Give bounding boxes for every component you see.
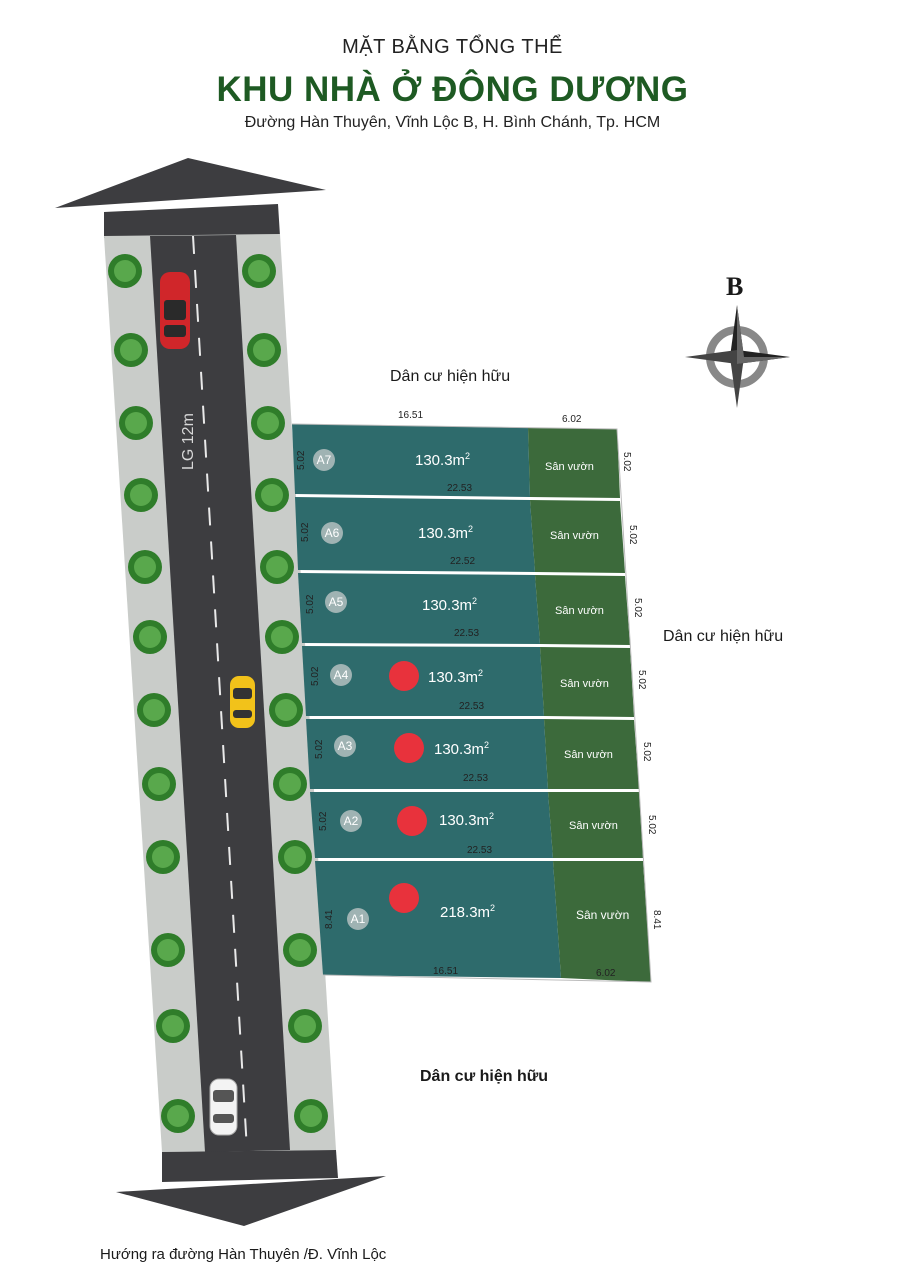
road-width-label: LG 12m — [180, 413, 197, 470]
lot-depth-a2: 22.53 — [467, 845, 493, 856]
lot-depth-a6: 22.52 — [450, 556, 476, 567]
lot-a5-house — [298, 573, 540, 644]
neighbor-label-bottom: Dân cư hiện hữu — [420, 1068, 549, 1085]
lot-width-right-a5: 5.02 — [632, 598, 643, 618]
garden-label-a4: Sân vườn — [560, 678, 609, 690]
exit-direction-label: Hướng ra đường Hàn Thuyên /Đ. Vĩnh Lộc — [100, 1246, 387, 1263]
lot-depth-a4: 22.53 — [459, 701, 485, 712]
lot-depth-a5: 22.53 — [454, 628, 480, 639]
top-direction-arrow — [55, 158, 326, 208]
sold-marker-a4 — [389, 661, 419, 691]
lot-width-right-a7: 5.02 — [621, 452, 632, 472]
bottom-garden-dim: 6.02 — [596, 968, 616, 979]
lot-badge-a1: A1 — [347, 908, 369, 930]
lot-a5-garden — [535, 575, 630, 645]
lot-a3-house — [306, 719, 548, 789]
neighbor-label-top: Dân cư hiện hữu — [390, 368, 511, 385]
lot-a1-garden — [553, 861, 651, 982]
lots-block — [291, 423, 652, 983]
lot-badge-a4: A4 — [330, 664, 352, 686]
lot-width-left-a6: 5.02 — [300, 522, 311, 542]
red-car-icon — [160, 272, 190, 349]
lot-a6-garden — [530, 500, 625, 573]
bottom-road-cap — [162, 1150, 338, 1182]
garden-label-a3: Sân vườn — [564, 749, 613, 761]
neighbor-label-right: Dân cư hiện hữu — [663, 628, 784, 645]
garden-label-a2: Sân vườn — [569, 820, 618, 832]
lot-width-left-a1: 8.41 — [324, 909, 335, 929]
lot-width-left-a3: 5.02 — [314, 739, 325, 759]
lot-width-left-a5: 5.02 — [305, 594, 316, 614]
sold-marker-a2 — [397, 806, 427, 836]
compass-rose-icon — [685, 305, 790, 408]
lot-area-a1: 218.3m2 — [440, 903, 496, 921]
lot-badge-a7: A7 — [313, 449, 335, 471]
lot-width-left-a4: 5.02 — [310, 666, 321, 686]
project-title: KHU NHÀ Ở ĐÔNG DƯƠNG — [216, 70, 689, 109]
lot-width-left-a2: 5.02 — [318, 811, 329, 831]
lot-badge-a2: A2 — [340, 810, 362, 832]
lot-depth-a3: 22.53 — [463, 773, 489, 784]
yellow-car-icon — [230, 676, 255, 728]
lot-width-right-a3: 5.02 — [641, 742, 652, 762]
lot-area-a4: 130.3m2 — [428, 668, 484, 686]
lot-width-right-a4: 5.02 — [636, 670, 647, 690]
garden-label-a7: Sân vườn — [545, 461, 594, 473]
lot-a4-house — [302, 646, 544, 716]
lot-width-right-a1: 8.41 — [651, 910, 662, 930]
bottom-house-dim: 16.51 — [433, 966, 459, 977]
lot-depth-a7: 22.53 — [447, 483, 473, 494]
lot-badge-a6: A6 — [321, 522, 343, 544]
plan-subtitle: MẶT BẰNG TỔNG THỂ — [342, 36, 563, 58]
top-road-cap — [104, 204, 280, 238]
lot-width-right-a6: 5.02 — [627, 525, 638, 545]
lot-a4-garden — [540, 647, 634, 717]
bottom-direction-arrow — [116, 1176, 386, 1226]
lot-area-a2: 130.3m2 — [439, 811, 495, 829]
lot-width-right-a2: 5.02 — [646, 815, 657, 835]
lot-a2-garden — [548, 792, 643, 858]
project-address: Đường Hàn Thuyên, Vĩnh Lộc B, H. Bình Ch… — [244, 114, 661, 131]
lot-a7-house — [292, 424, 530, 497]
lot-a3-garden — [544, 719, 639, 789]
white-car-icon — [209, 1078, 238, 1136]
lot-area-a7: 130.3m2 — [415, 451, 471, 469]
lot-a7-garden — [528, 428, 620, 498]
sold-marker-a3 — [394, 733, 424, 763]
garden-label-a5: Sân vườn — [555, 605, 604, 617]
garden-label-a6: Sân vườn — [550, 530, 599, 542]
lot-area-a6: 130.3m2 — [418, 524, 474, 542]
sold-marker-a1 — [389, 883, 419, 913]
lot-badge-a5: A5 — [325, 591, 347, 613]
road-center-line — [192, 235, 248, 1151]
north-label: B — [726, 272, 744, 301]
lot-a2-house — [310, 792, 553, 858]
top-garden-dim: 6.02 — [562, 414, 582, 425]
lot-a6-house — [295, 497, 535, 572]
trees — [108, 254, 328, 1133]
garden-label-a1: Sân vườn — [576, 908, 630, 922]
lot-badge-a3: A3 — [334, 735, 356, 757]
top-house-dim: 16.51 — [398, 410, 424, 421]
lot-a1-house — [315, 861, 561, 978]
lot-area-a5: 130.3m2 — [422, 596, 478, 614]
lot-area-a3: 130.3m2 — [434, 740, 490, 758]
lot-width-left-a7: 5.02 — [296, 450, 307, 470]
